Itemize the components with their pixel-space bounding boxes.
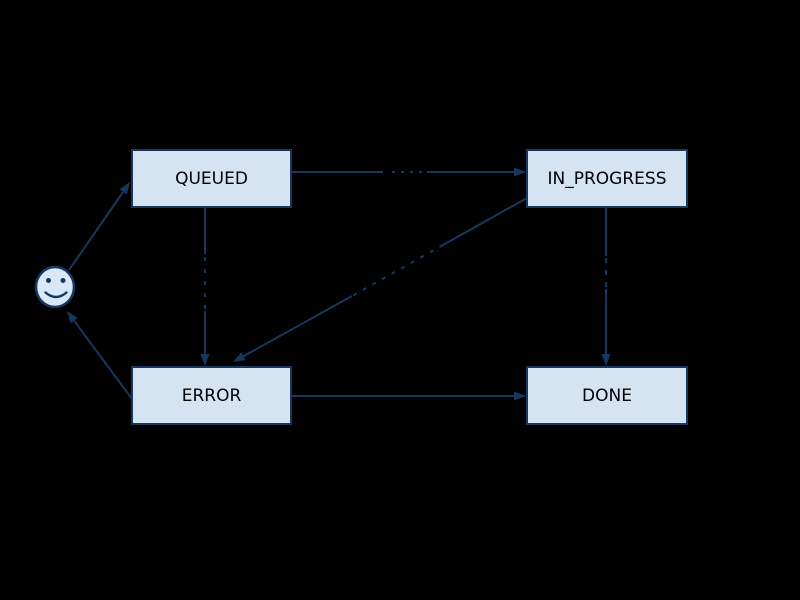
smiley-mouth [44, 291, 68, 299]
edge-start-to-queued [68, 182, 130, 271]
edge-in-progress-to-error [233, 197, 528, 362]
arrowhead [601, 354, 611, 366]
arrowhead [119, 182, 130, 195]
start-state-smiley-icon [34, 265, 76, 309]
edge-error-to-start [67, 311, 133, 400]
edge-queued-to-in-progress [291, 167, 526, 177]
state-node-error: ERROR [131, 366, 292, 425]
smiley-left-eye [46, 278, 51, 283]
edge-error-to-done [291, 391, 526, 401]
arrowhead [514, 391, 526, 401]
arrowhead [67, 311, 78, 324]
edge-queued-to-error [200, 207, 210, 366]
state-node-in-progress: IN_PROGRESS [526, 149, 688, 208]
arrowhead [514, 167, 526, 177]
node-label-error: ERROR [182, 386, 242, 406]
state-node-done: DONE [526, 366, 688, 425]
smiley-right-eye [60, 278, 66, 283]
arrowhead [200, 354, 210, 366]
node-label-in-progress: IN_PROGRESS [548, 169, 667, 189]
edge-in-progress-to-done [601, 207, 611, 366]
node-label-queued: QUEUED [175, 169, 248, 189]
state-node-queued: QUEUED [131, 149, 292, 208]
node-label-done: DONE [582, 386, 632, 406]
arrowhead [233, 352, 246, 362]
